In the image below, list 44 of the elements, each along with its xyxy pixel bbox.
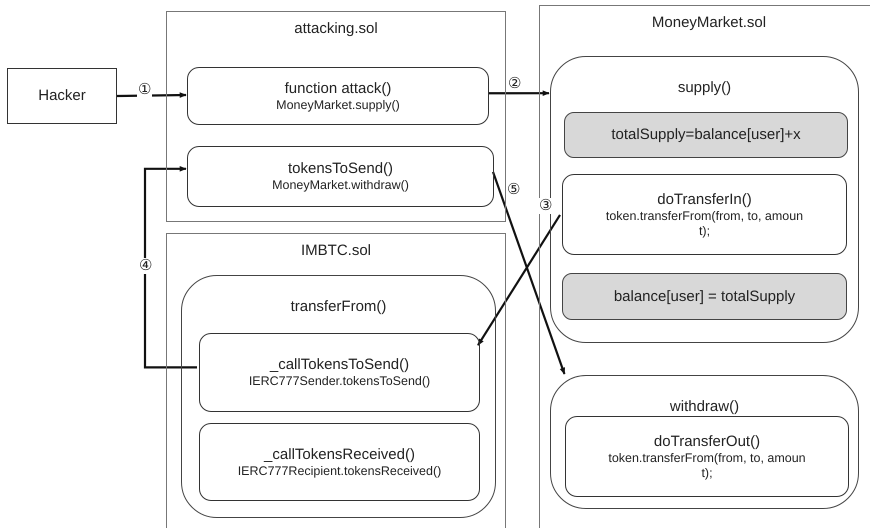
code-call: IERC777Recipient.tokensReceived() [238,464,442,478]
arrow [144,166,197,368]
code-call: MoneyMarket.supply() [276,98,400,112]
step-number: ③ [538,198,553,214]
code-call: MoneyMarket.withdraw() [272,178,409,193]
code-call: token.transferFrom(from, to, amount); [607,450,807,480]
function-box [562,174,847,255]
function-name: _callTokensReceived() [264,446,415,464]
function-name: supply() [678,79,732,97]
actor-box [7,68,117,124]
contract-title: attacking.sol [294,20,378,38]
function-name: totalSupply=balance[user]+x [611,126,801,144]
function-box [565,416,849,497]
function-name: tokensToSend() [288,160,394,178]
contract-panel [166,11,506,222]
function-group [550,56,859,343]
contract-title: MoneyMarket.sol [652,14,766,32]
arrow [477,214,561,346]
code-call: IERC777Sender.tokensToSend() [248,374,430,389]
function-name: doTransferOut() [654,432,760,450]
function-group [181,275,496,518]
code-call: token.transferFrom(from, to, amount); [604,208,804,238]
function-box [187,67,489,125]
function-box [187,146,494,207]
statement-box [564,112,848,158]
function-name: Hacker [38,87,86,105]
function-name: withdraw() [670,398,740,416]
arrow [492,171,566,375]
contract-title: IMBTC.sol [300,242,371,260]
statement-box [562,273,847,320]
function-name: function attack() [284,80,392,98]
function-name: doTransferIn() [657,190,752,208]
step-number: ④ [138,258,153,274]
step-number: ① [137,82,152,98]
function-box [199,333,480,412]
function-name: balance[user] = totalSupply [614,288,796,306]
function-group [550,375,859,509]
contract-panel [166,233,506,528]
function-box [199,423,480,501]
arrow [488,90,550,96]
function-name: transferFrom() [290,298,386,316]
function-name: _callTokensToSend() [270,356,410,374]
arrow [116,92,187,98]
contract-panel [539,5,870,528]
